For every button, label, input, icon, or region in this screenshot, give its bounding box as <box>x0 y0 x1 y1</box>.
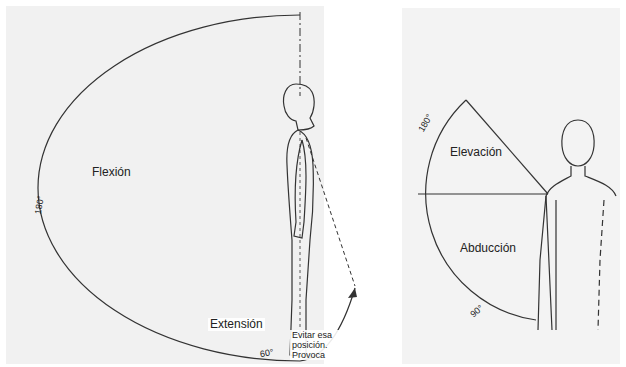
right-panel-ground <box>402 8 620 364</box>
label: Elevación <box>450 146 502 159</box>
label: Extensión <box>208 318 265 331</box>
extension-line <box>306 138 355 286</box>
vertical-reference <box>300 12 301 96</box>
label: Flexión <box>92 166 131 179</box>
arrowhead <box>348 288 357 298</box>
label: Abducción <box>460 242 516 255</box>
flexion-arc <box>38 15 300 361</box>
man-front-view <box>538 120 616 330</box>
left-panel-ground <box>6 6 324 364</box>
man-side-view <box>284 84 315 357</box>
label: Evitar esa posición. Provoca <box>290 330 356 360</box>
horizontal-line <box>418 193 548 194</box>
abduction-arc <box>426 100 536 320</box>
